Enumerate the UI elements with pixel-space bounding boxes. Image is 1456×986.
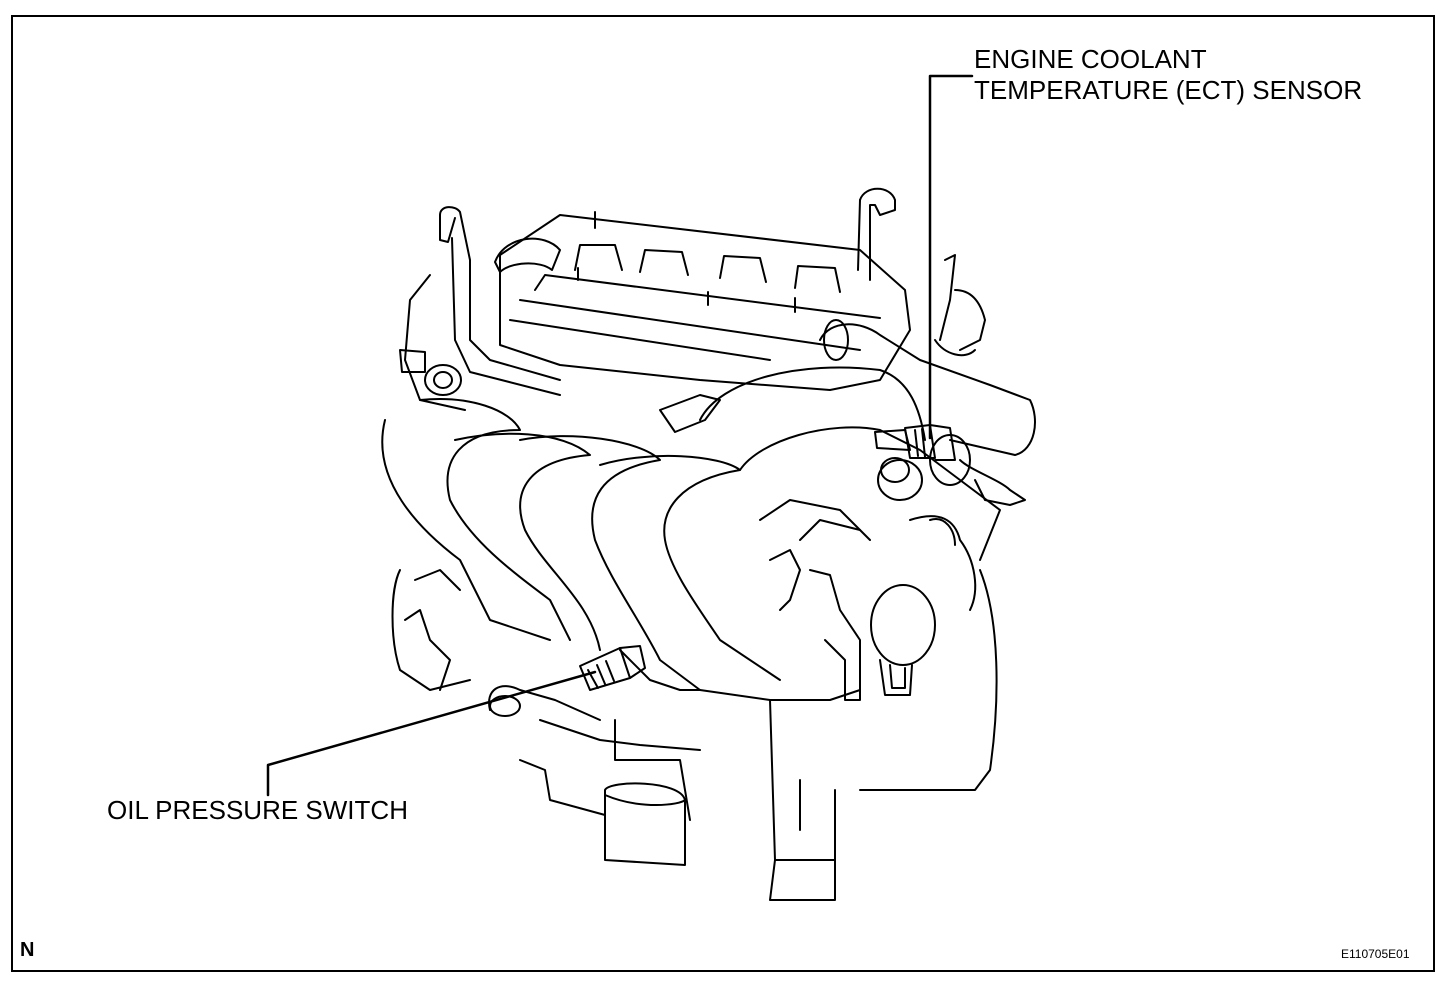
ect-sensor-label: ENGINE COOLANT TEMPERATURE (ECT) SENSOR xyxy=(974,44,1362,106)
ect-leader-line xyxy=(928,74,974,440)
diagram-frame xyxy=(11,15,1435,972)
figure-code: E110705E01 xyxy=(1341,947,1410,961)
ect-sensor-part xyxy=(874,424,956,461)
ect-label-line2: TEMPERATURE (ECT) SENSOR xyxy=(974,75,1363,106)
oil-switch-leader-line xyxy=(266,670,597,797)
oil-pressure-switch-part xyxy=(579,645,646,691)
engine-illustration xyxy=(381,187,1036,901)
corner-mark: N xyxy=(20,939,35,961)
ect-label-line1: ENGINE COOLANT xyxy=(974,44,1207,74)
callout-leaders xyxy=(266,74,974,797)
oil-pressure-switch-label: OIL PRESSURE SWITCH xyxy=(107,795,408,825)
